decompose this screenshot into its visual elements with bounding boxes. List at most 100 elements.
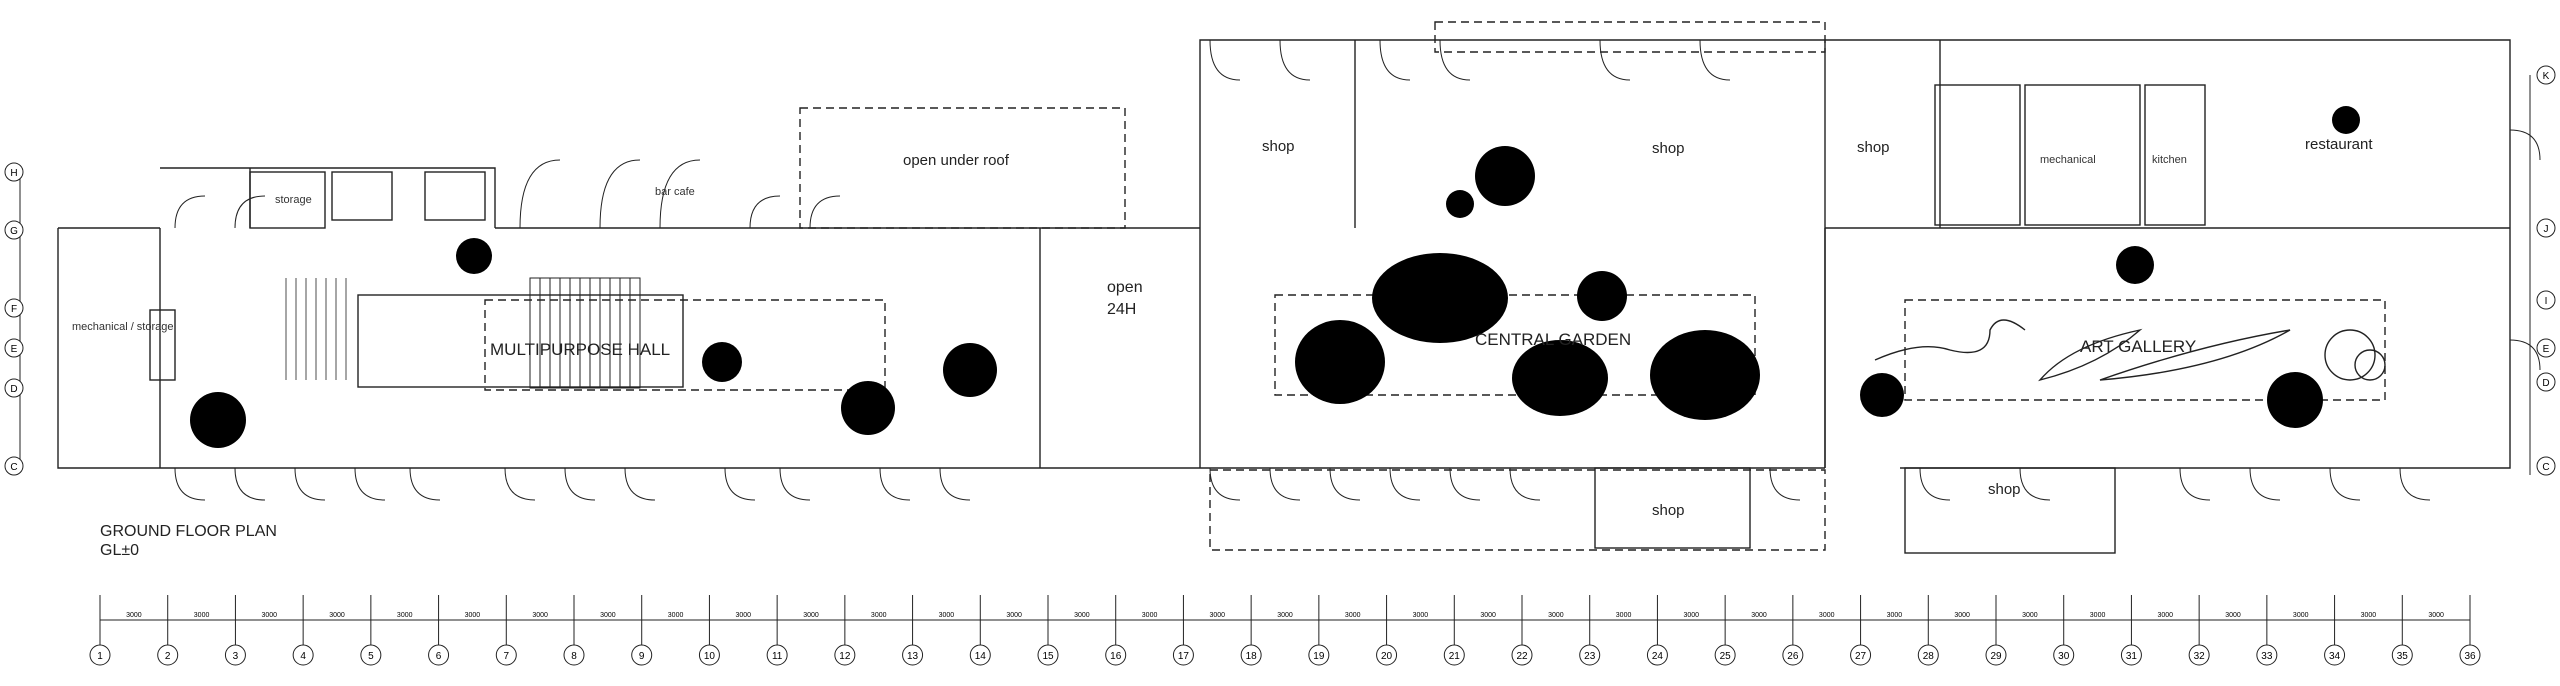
grid-row-bubble	[2536, 290, 2556, 310]
grid-dimension-text: 3000	[939, 612, 955, 619]
grid-dimension-text: 3000	[1074, 612, 1090, 619]
grid-row-bubble	[4, 338, 24, 358]
grid-column-bubble	[360, 644, 382, 666]
tree	[2267, 372, 2323, 428]
grid-column-label: 31	[2126, 651, 2138, 662]
grid-column-bubble	[563, 644, 585, 666]
grid-column-bubble	[631, 644, 653, 666]
grid-dimension-text: 3000	[1683, 612, 1699, 619]
tree-cluster	[1650, 330, 1760, 420]
grid-column-label: 29	[1990, 651, 2002, 662]
grid-column-label: 6	[436, 651, 442, 662]
grid-column-label: 19	[1313, 651, 1325, 662]
sculpture-circle-b	[2354, 349, 2386, 381]
label-24h: 24H	[1107, 301, 1136, 318]
grid-row-label: I	[2545, 296, 2548, 307]
grid-dimension-text: 3000	[1413, 612, 1429, 619]
label-shop-1: shop	[1262, 138, 1295, 155]
grid-column-label: 30	[2058, 651, 2070, 662]
grid-column-bubble	[1782, 644, 1804, 666]
label-shop-4: shop	[1857, 139, 1890, 156]
grid-row-label: H	[10, 168, 17, 179]
plan-level: GL±0	[100, 542, 140, 559]
grid-column-bubble	[2188, 644, 2210, 666]
east-doors	[1919, 129, 2541, 501]
plan-title: GROUND FLOOR PLAN	[100, 523, 277, 540]
grid-column-label: 26	[1787, 651, 1799, 662]
grid-column-bubble	[698, 644, 720, 666]
grid-row-bubble	[4, 456, 24, 476]
grid-column-label: 5	[368, 651, 374, 662]
seating-rows	[285, 278, 347, 380]
grid-column-bubble	[1037, 644, 1059, 666]
grid-column-label: 25	[1720, 651, 1732, 662]
grid-row-label: E	[11, 344, 18, 355]
grid-row-label: C	[10, 462, 17, 473]
grid-column-bubbles: 1300023000330004300053000630007300083000…	[89, 595, 2481, 666]
grid-column-bubble	[2120, 644, 2142, 666]
grid-column-label: 4	[300, 651, 306, 662]
tree	[2332, 106, 2360, 134]
grid-dimension-text: 3000	[397, 612, 413, 619]
grid-row-label: E	[2543, 344, 2550, 355]
west-wing-walls	[57, 167, 1040, 469]
tree	[190, 392, 246, 448]
central-lower-zone	[1209, 469, 1826, 551]
grid-column-bubble	[1917, 644, 1939, 666]
plan-title-block: GROUND FLOOR PLAN GL±0	[100, 522, 277, 560]
grid-column-bubble	[157, 644, 179, 666]
label-central-garden: CENTRAL GARDEN	[1475, 330, 1631, 349]
grid-column-label: 34	[2329, 651, 2341, 662]
grid-column-label: 9	[639, 651, 645, 662]
grid-column-bubble	[1172, 644, 1194, 666]
grid-column-label: 15	[1042, 651, 1054, 662]
grid-column-label: 14	[975, 651, 987, 662]
grid-dimension-text: 3000	[261, 612, 277, 619]
grid-dimension-text: 3000	[735, 612, 751, 619]
grid-column-label: 3	[233, 651, 239, 662]
grid-column-bubble	[2324, 644, 2346, 666]
grid-row-label: G	[10, 226, 18, 237]
grid-row-bubble	[4, 220, 24, 240]
tree	[943, 343, 997, 397]
grid-dimension-text: 3000	[2428, 612, 2444, 619]
grid-column-bubble	[89, 644, 111, 666]
grid-column-bubble	[292, 644, 314, 666]
grid-dimension-text: 3000	[803, 612, 819, 619]
grid-column-bubble	[1985, 644, 2007, 666]
grid-column-bubble	[1105, 644, 1127, 666]
grid-row-bubble	[2536, 456, 2556, 476]
grid-dimension-text: 3000	[126, 612, 142, 619]
grid-row-label: D	[10, 384, 17, 395]
grid-column-label: 35	[2397, 651, 2409, 662]
grid-column-bubble	[766, 644, 788, 666]
grid-column-label: 33	[2261, 651, 2273, 662]
central-doors	[1209, 39, 1801, 501]
label-shop-5: shop	[1988, 481, 2021, 498]
grid-dimension-text: 3000	[1887, 612, 1903, 619]
grid-column-bubble	[1714, 644, 1736, 666]
grid-dimension-text: 3000	[2022, 612, 2038, 619]
sculpture-leaf-a	[2038, 328, 2143, 382]
open-under-roof-zone	[799, 107, 1126, 229]
open-passage-walls	[1039, 227, 1201, 469]
central-upper-canopy	[1434, 21, 1826, 53]
west-wing-doors	[174, 159, 971, 501]
grid-column-label: 1	[97, 651, 103, 662]
grid-dimension-text: 3000	[871, 612, 887, 619]
stage-hatching	[529, 277, 641, 389]
tree-cluster	[1512, 340, 1608, 416]
grid-row-bubble	[4, 378, 24, 398]
label-art-gallery: ART GALLERY	[2080, 337, 2196, 356]
sculpture-circle-a	[2324, 329, 2376, 381]
grid-column-label: 8	[571, 651, 577, 662]
label-storage-top: storage	[275, 194, 312, 206]
tree	[841, 381, 895, 435]
grid-row-label: D	[2542, 378, 2549, 389]
grid-row-bubble	[2536, 65, 2556, 85]
grid-dimension-text: 3000	[1142, 612, 1158, 619]
grid-dimension-text: 3000	[1954, 612, 1970, 619]
label-kitchen: kitchen	[2152, 154, 2187, 166]
